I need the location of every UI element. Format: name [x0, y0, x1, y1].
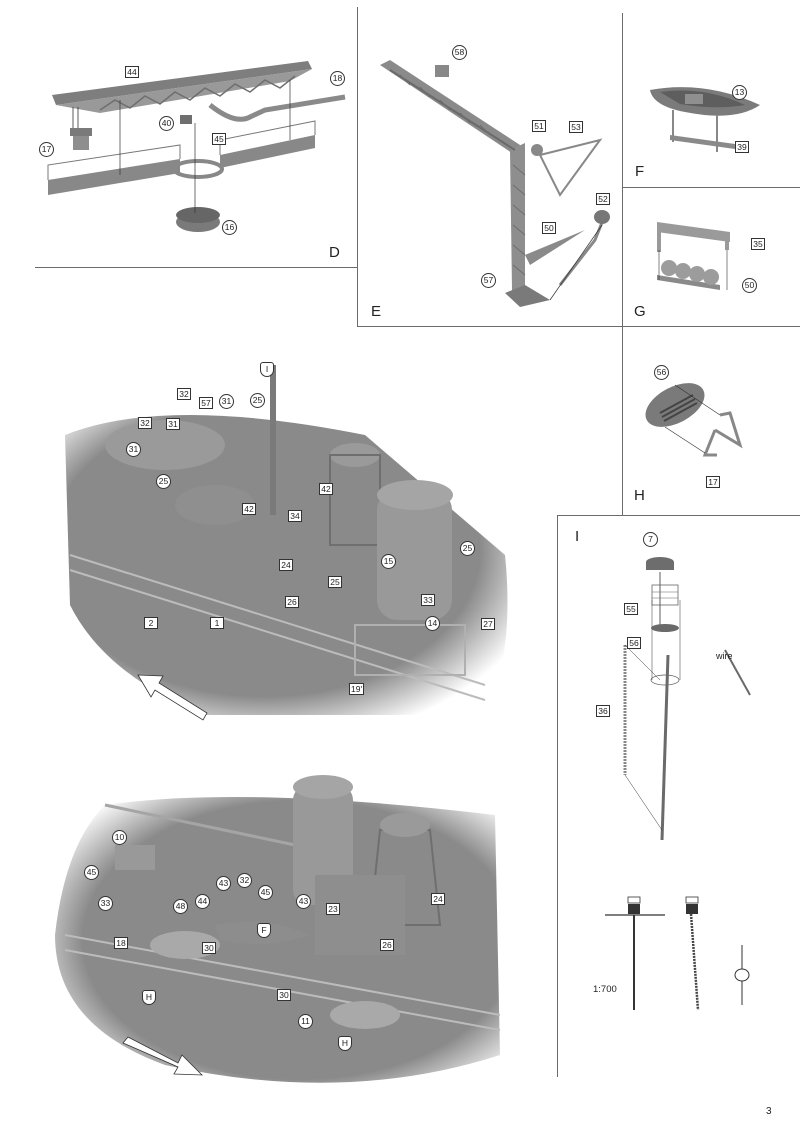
callout-part-51: 51	[532, 120, 546, 132]
callout-part-33: 33	[421, 594, 435, 606]
callout-part-43: 43	[216, 876, 231, 891]
callout-part-32: 32	[138, 417, 152, 429]
panel-letter-e: E	[371, 303, 382, 320]
divider-e-fg	[622, 13, 623, 516]
callout-part-45: 45	[84, 865, 99, 880]
callout-part-45: 45	[258, 885, 273, 900]
callout-part-50: 50	[542, 222, 556, 234]
scale-label: 1:700	[593, 984, 617, 995]
panel-letter-f: F	[635, 163, 645, 180]
divider-d-e	[357, 7, 358, 327]
panel-letter-d: D	[329, 244, 340, 261]
crane-rail-assembly-illustration	[47, 61, 346, 232]
callout-part-44: 44	[125, 66, 139, 78]
lifeboat-illustration	[650, 87, 760, 152]
callout-part-18: 18	[114, 937, 128, 949]
callout-part-24: 24	[279, 559, 293, 571]
callout-part-57: 57	[199, 397, 213, 409]
callout-part-33: 33	[98, 896, 113, 911]
callout-part-11: 11	[298, 1014, 313, 1029]
wire-label: wire	[716, 651, 733, 661]
callout-part-40: 40	[159, 116, 174, 131]
callout-ref-h: H	[338, 1036, 352, 1051]
callout-part-48: 48	[173, 899, 188, 914]
callout-part-35: 35	[751, 238, 765, 250]
callout-ref-f: F	[257, 923, 271, 938]
callout-part-57: 57	[481, 273, 496, 288]
callout-part-55: 55	[624, 603, 638, 615]
callout-part-31: 31	[126, 442, 141, 457]
callout-part-42: 42	[319, 483, 333, 495]
callout-part-1: 1	[210, 617, 224, 629]
bow-direction-arrow	[137, 674, 208, 721]
callout-part-31: 31	[166, 418, 180, 430]
panel-letter-i: I	[575, 528, 580, 545]
callout-part-16: 16	[222, 220, 237, 235]
callout-part-30: 30	[277, 989, 291, 1001]
callout-part-27: 27	[481, 618, 495, 630]
callout-part-30: 30	[202, 942, 216, 954]
callout-part-15: 15	[381, 554, 396, 569]
callout-part-7: 7	[643, 532, 658, 547]
callout-part-58: 58	[452, 45, 467, 60]
callout-part-56: 56	[627, 637, 641, 649]
callout-part-43: 43	[296, 894, 311, 909]
callout-part-44: 44	[195, 894, 210, 909]
callout-part-24: 24	[431, 893, 445, 905]
callout-part-36: 36	[596, 705, 610, 717]
callout-part-34: 34	[288, 510, 302, 522]
page-number: 3	[766, 1106, 772, 1117]
crane-boom-illustration	[380, 60, 610, 307]
callout-part-26: 26	[285, 596, 299, 608]
callout-part-25: 25	[328, 576, 342, 588]
panel-letter-g: G	[634, 303, 646, 320]
ship-bridge-superstructure-render	[65, 365, 508, 715]
callout-part-31: 31	[219, 394, 234, 409]
mast-assembly-illustration	[623, 557, 751, 840]
callout-part-14: 14	[425, 616, 440, 631]
callout-part-23: 23	[326, 903, 340, 915]
callout-part-32: 32	[177, 388, 191, 400]
barrel-rack-illustration	[657, 222, 730, 290]
callout-part-2: 2	[144, 617, 158, 629]
callout-part-25: 25	[250, 393, 265, 408]
ship-midship-render	[55, 775, 501, 1083]
callout-part-39: 39	[735, 141, 749, 153]
callout-part-42: 42	[242, 503, 256, 515]
callout-part-32: 32	[237, 873, 252, 888]
callout-part-26: 26	[380, 939, 394, 951]
divider-f-g	[622, 187, 800, 188]
divider-d-bottom	[35, 267, 357, 268]
stern-direction-arrow	[122, 1036, 204, 1076]
divider-h-bottom	[557, 515, 800, 516]
divider-e-bottom	[357, 326, 800, 327]
callout-ref-h: H	[142, 990, 156, 1005]
callout-part-50: 50	[742, 278, 757, 293]
callout-part-25: 25	[460, 541, 475, 556]
panel-letter-h: H	[634, 487, 645, 504]
callout-part-13: 13	[732, 85, 747, 100]
callout-part-17: 17	[39, 142, 54, 157]
callout-part-17: 17	[706, 476, 720, 488]
callout-part-18: 18	[330, 71, 345, 86]
callout-part-56: 56	[654, 365, 669, 380]
callout-part-53: 53	[569, 121, 583, 133]
callout-part-45: 45	[212, 133, 226, 145]
callout-part-25: 25	[156, 474, 171, 489]
callout-part-10: 10	[112, 830, 127, 845]
callout-part-19: 19'	[349, 683, 365, 695]
life-raft-illustration	[645, 383, 743, 457]
callout-ref-i: I	[260, 362, 274, 377]
mast-scale-drawings	[605, 896, 750, 1011]
callout-part-52: 52	[596, 193, 610, 205]
divider-i-left	[557, 515, 558, 1077]
